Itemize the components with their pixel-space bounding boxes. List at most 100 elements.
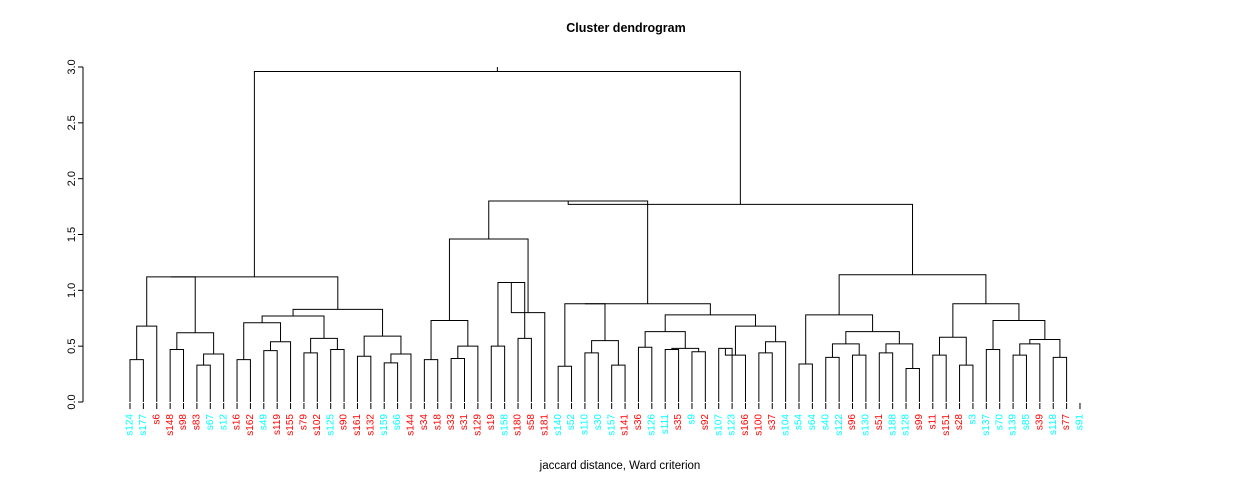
leaf-label: s96 [847,414,858,431]
leaf-label: s118 [1048,414,1059,435]
dendrogram-link [845,331,900,344]
dendrogram-link [390,353,412,402]
dendrogram-link [985,349,1001,402]
dendrogram-link [169,349,185,402]
dendrogram-link [303,352,318,402]
leaf-label: s155 [285,414,296,436]
leaf-label: s3 [968,414,979,425]
dendrogram-link [557,365,573,402]
dendrogram-link [805,314,874,365]
leaf-label: s161 [352,414,363,436]
dendrogram-link [885,343,914,369]
leaf-label: s107 [713,414,724,436]
y-axis-tick-label: 2.0 [66,171,78,186]
dendrogram-link [724,348,746,402]
leaf-label: s9 [687,414,698,425]
leaf-label: s111 [660,414,671,435]
leaf-label: s102 [312,414,323,436]
page-title: Cluster dendrogram [566,21,685,35]
dendrogram-link [490,345,506,402]
leaf-label: s125 [325,414,336,436]
dendrogram-link [292,308,384,337]
y-axis-tick-label: 0.5 [66,339,78,354]
dendrogram-link [992,319,1046,350]
dendrogram-link [330,349,345,402]
leaf-label: s100 [754,414,765,436]
dendrogram-link [517,337,532,402]
dendrogram-link [637,346,653,402]
leaf-label: s157 [606,414,617,436]
dendrogram-link [310,337,338,353]
leaf-label: s148 [165,414,176,436]
leaf-label: s128 [901,414,912,436]
dendrogram-link [838,274,987,315]
leaf-label: s83 [192,414,203,431]
leaf-label: s77 [1061,414,1072,431]
dendrogram-link [584,352,599,402]
leaf-label: s49 [258,414,269,431]
leaf-label: s39 [1034,414,1045,431]
dendrogram-link [798,363,813,402]
y-axis-tick-label: 0.0 [66,394,78,409]
dendrogram-link [671,347,700,352]
dendrogram-link [611,364,626,402]
leaf-label: s124 [125,414,136,436]
leaf-label: s66 [392,414,403,431]
leaf-label: s85 [1021,414,1032,431]
dendrogram-link [905,368,920,402]
dendrogram-link [450,357,465,402]
leaf-tick-marks [129,403,1081,409]
leaf-label: s37 [767,414,778,431]
dendrogram-link [196,364,211,402]
leaf-label: s126 [646,414,657,436]
dendrogram-link [261,315,325,339]
dendrogram-link [383,362,399,402]
dendrogram-links [129,67,1068,402]
dendrogram-link [170,276,339,310]
dendrogram-link [825,356,840,402]
dendrogram-link [136,325,158,402]
y-axis-tick-label: 2.5 [66,115,78,130]
dendrogram-link [448,238,529,321]
leaf-label: s119 [272,414,283,435]
leaf-label: s188 [887,414,898,436]
dendrogram-link [423,359,439,402]
leaf-label: s51 [874,414,885,431]
leaf-label: s40 [820,414,831,431]
y-axis-tick-label: 1.5 [66,227,78,242]
x-axis-label: jaccard distance, Ward criterion [539,460,701,472]
leaf-label: s144 [406,414,417,436]
leaf-label: s141 [620,414,631,436]
dendrogram-link [356,355,372,402]
dendrogram-link [664,314,757,332]
leaf-label: s34 [419,414,430,431]
leaf-label: s110 [580,414,591,435]
leaf-label: s54 [794,414,805,431]
leaf-label: s91 [1075,414,1086,431]
leaf-label: s19 [486,414,497,431]
leaf-label: s132 [365,414,376,436]
leaf-label: s140 [553,414,564,436]
dendrogram-link [932,354,947,402]
leaf-label: s151 [941,414,952,436]
leaf-label: s181 [539,414,550,436]
dendrogram-link [584,303,711,315]
leaf-label: s67 [205,414,216,431]
dendrogram-link [488,200,649,304]
leaf-label: s158 [499,414,510,436]
dendrogram-link [1029,338,1061,358]
dendrogram-link [129,359,144,402]
dendrogram-link [718,347,733,402]
leaf-label: s6 [151,414,162,425]
dendrogram-link [664,349,680,402]
leaf-label: s98 [178,414,189,431]
dendrogram-link [938,336,967,366]
dendrogram-link [430,319,469,360]
leaf-label: s90 [339,414,350,431]
dendrogram-link [765,341,787,402]
dendrogram-link [758,352,773,402]
dendrogram-link [852,354,867,402]
dendrogram-link [734,325,777,356]
